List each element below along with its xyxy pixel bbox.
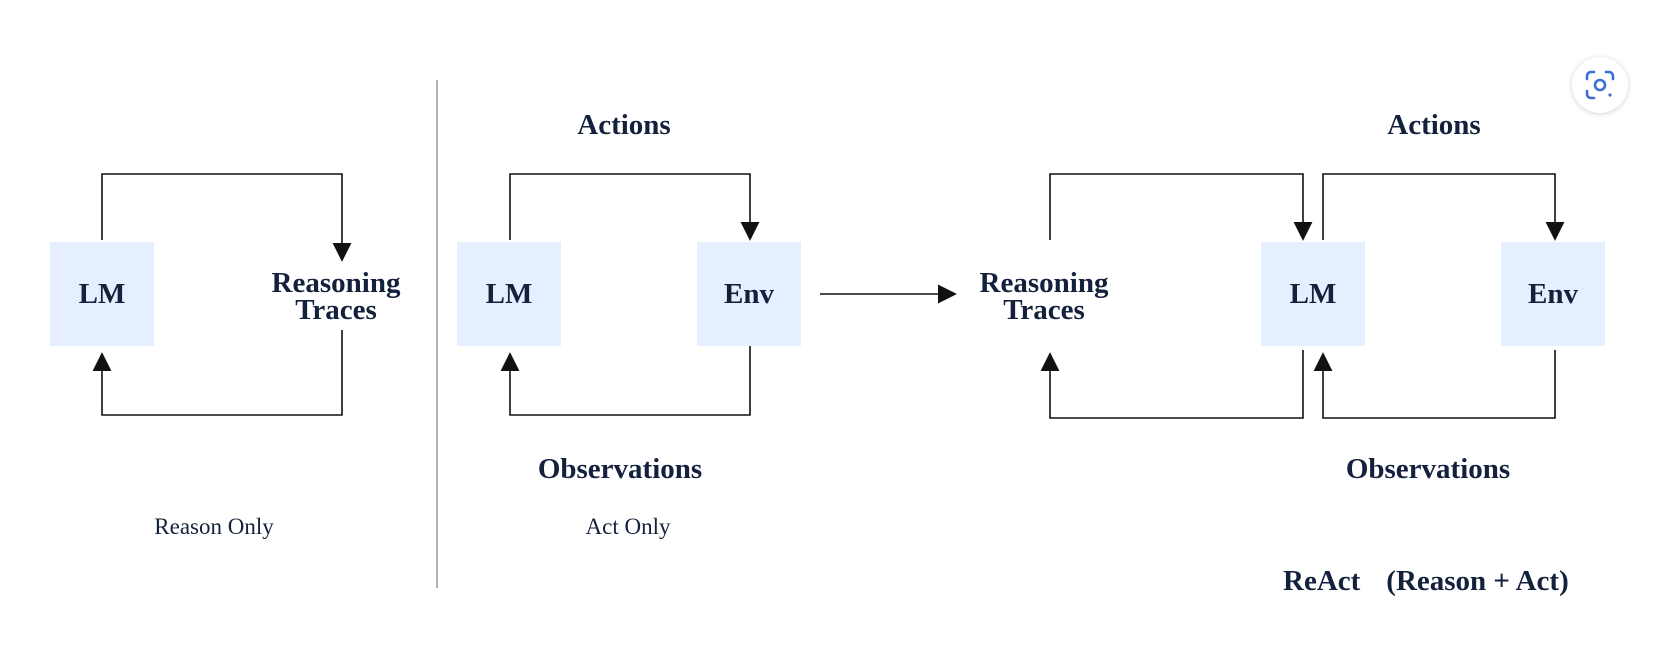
act-only-lm-label: LM [485, 277, 533, 310]
act-only-lm-box: LM [457, 242, 561, 346]
react-lm-to-traces-arrow [1040, 350, 1304, 419]
react-observations-arrow [1313, 350, 1556, 419]
lens-button[interactable] [1572, 57, 1628, 113]
reason-only-lm-label: LM [78, 277, 126, 310]
act-only-actions-arrow [509, 173, 760, 241]
react-title: ReAct (Reason + Act) [1283, 565, 1569, 598]
act-only-actions-label: Actions [577, 109, 671, 141]
react-observations-label: Observations [1345, 453, 1511, 485]
reason-only-bottom-arrow [92, 330, 343, 416]
react-env-box: Env [1501, 242, 1605, 346]
act-only-observations-arrow [500, 345, 751, 416]
act-only-env-box: Env [697, 242, 801, 346]
react-title-sub: (Reason + Act) [1386, 565, 1569, 597]
react-actions-label: Actions [1387, 109, 1481, 141]
reason-only-caption: Reason Only [154, 514, 274, 539]
react-title-main: ReAct [1283, 565, 1361, 597]
act-only-observations-label: Observations [537, 453, 703, 485]
act-only-caption: Act Only [585, 514, 671, 539]
react-traces-to-lm-arrow [1049, 173, 1313, 241]
react-traces-label: Reasoning Traces [979, 267, 1109, 326]
google-lens-icon [1585, 70, 1615, 100]
reason-only-lm-box: LM [50, 242, 154, 346]
react-actions-arrow [1322, 173, 1565, 241]
react-env-label: Env [1528, 277, 1578, 310]
reason-only-top-arrow [101, 173, 352, 262]
reason-only-traces-label: Reasoning Traces [271, 267, 401, 326]
act-only-env-label: Env [724, 277, 774, 310]
react-lm-label: LM [1289, 277, 1337, 310]
react-lm-box: LM [1261, 242, 1365, 346]
